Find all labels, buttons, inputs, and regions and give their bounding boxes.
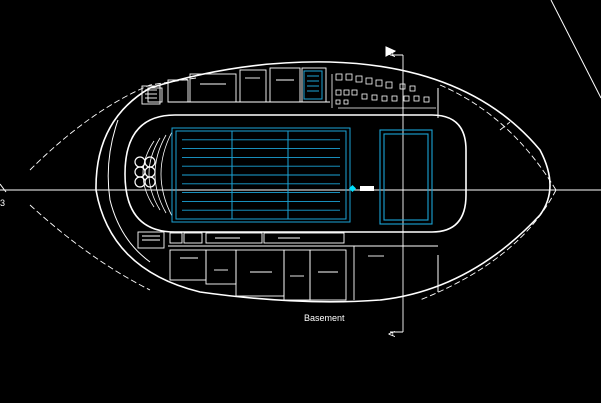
bottom-corridor — [168, 232, 438, 247]
axis-node — [348, 184, 357, 193]
axis-marker-left — [0, 183, 7, 193]
competition-pool — [171, 127, 351, 223]
building-outline — [95, 61, 551, 303]
top-equipment-room — [303, 70, 323, 100]
left-stair — [137, 85, 165, 249]
bottom-rooms — [169, 246, 384, 301]
site-boundary-line — [550, 0, 601, 99]
top-fixtures — [331, 73, 436, 109]
axis-label-left: 3 — [0, 198, 5, 208]
section-marker-top — [385, 46, 403, 57]
roof-outline — [29, 77, 557, 301]
diving-pool — [379, 129, 433, 225]
axis-dimension-tag — [360, 186, 374, 191]
section-label-bottom: A — [387, 331, 397, 337]
pool-lanes — [182, 139, 340, 211]
top-rooms — [147, 67, 330, 103]
drawing-caption: Basement — [304, 313, 345, 323]
section-label-top: A — [387, 51, 397, 57]
building-inner-outline — [107, 119, 151, 263]
olympic-rings-icon — [134, 156, 156, 188]
hall-outline — [124, 114, 467, 233]
spectator-seating — [142, 131, 173, 217]
